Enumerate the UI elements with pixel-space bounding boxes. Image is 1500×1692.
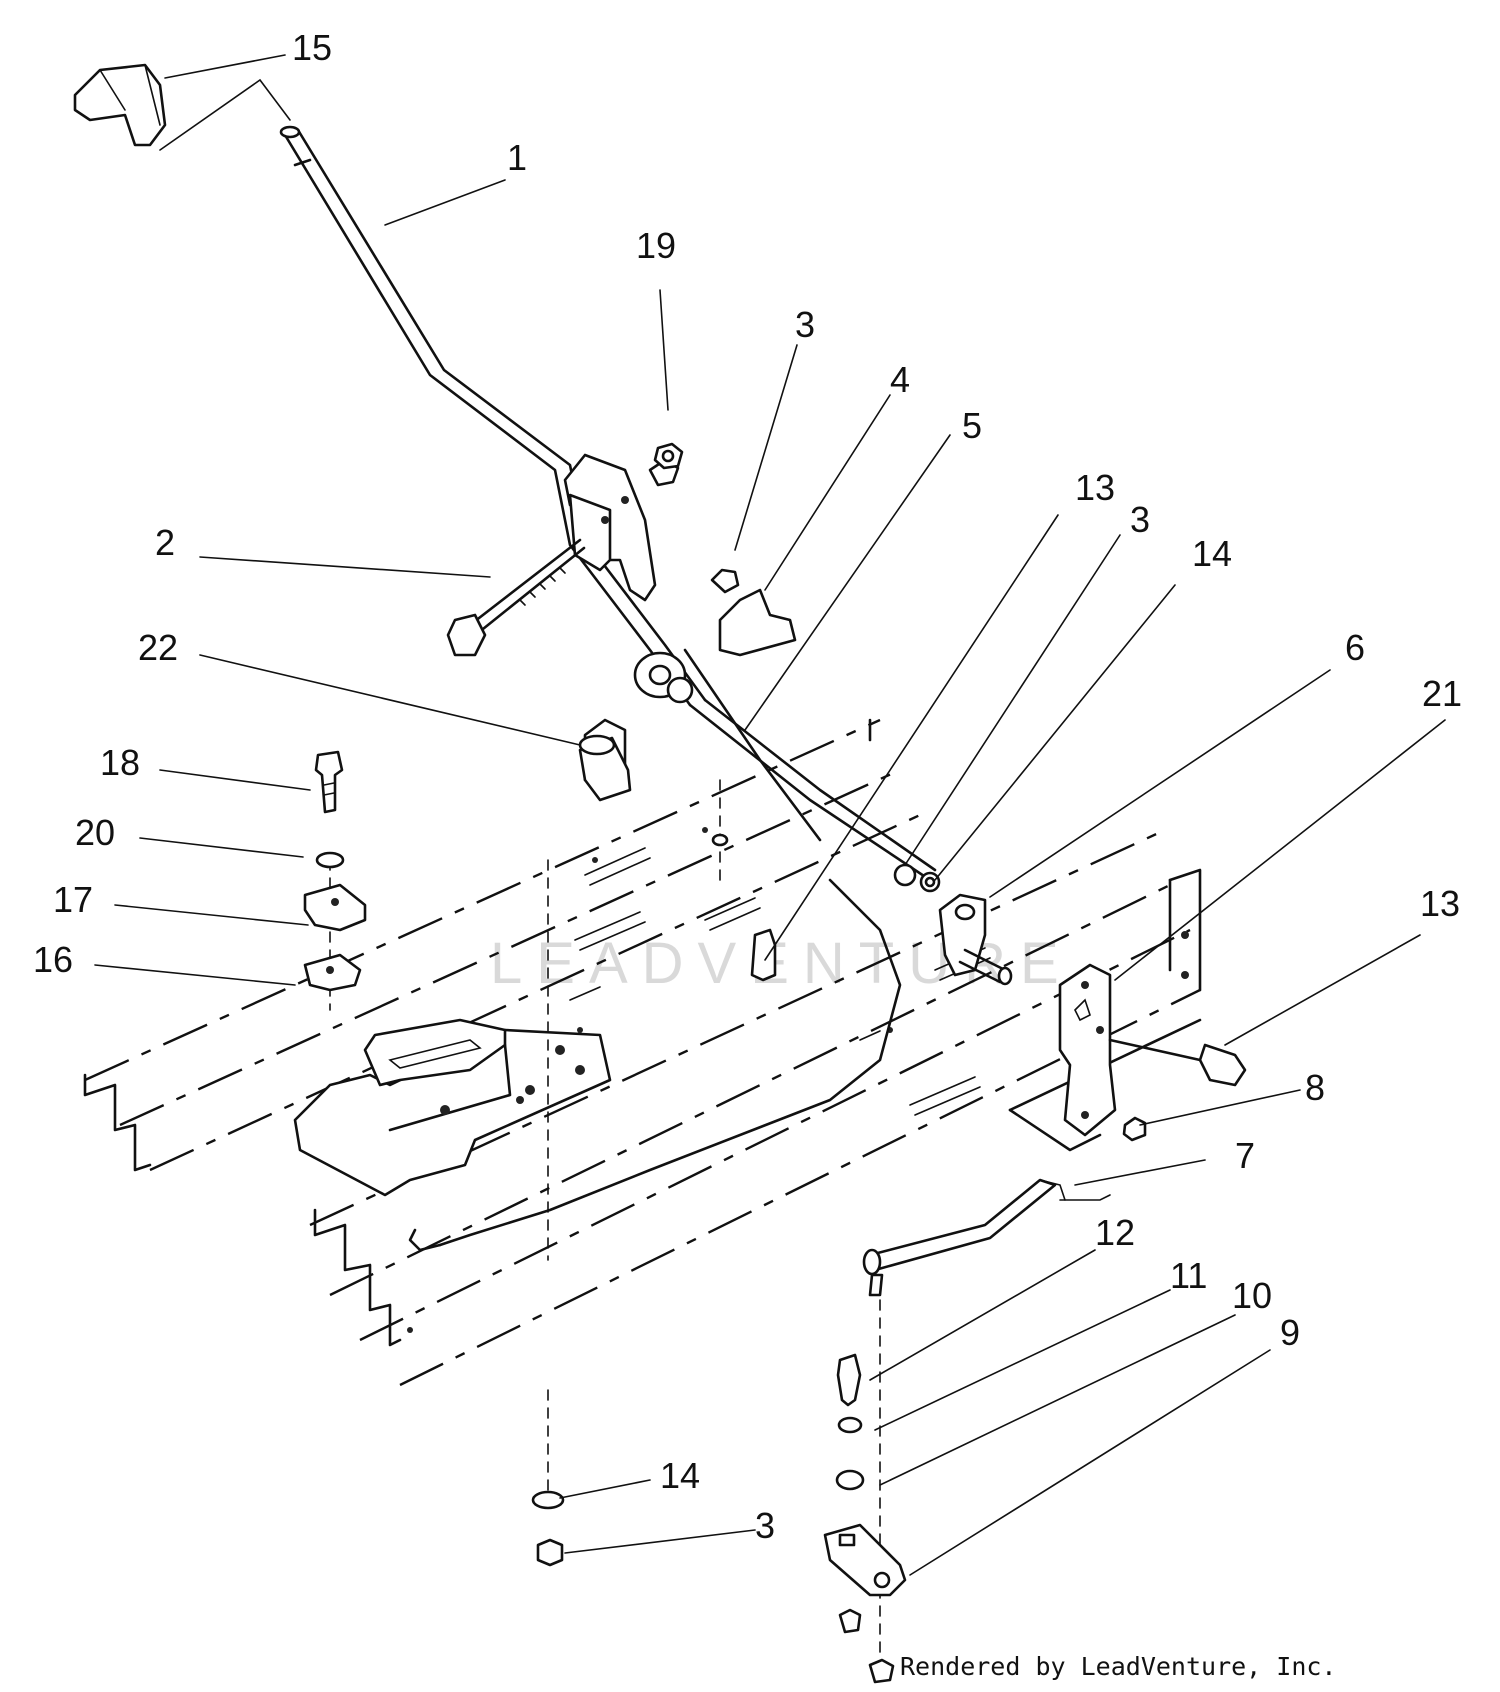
- label-18: 18: [100, 742, 140, 783]
- label-1: 1: [507, 137, 527, 178]
- label-12: 12: [1095, 1212, 1135, 1253]
- shaft-plate: [893, 863, 1013, 986]
- leader-lines: [94, 54, 1446, 1576]
- label-16: 16: [33, 939, 73, 980]
- label-15: 15: [292, 27, 332, 68]
- label-2: 2: [155, 522, 175, 563]
- label-9: 9: [1280, 1312, 1300, 1353]
- label-10: 10: [1232, 1275, 1272, 1316]
- link-rod: [862, 1178, 1111, 1297]
- pivot-bolt: [446, 538, 586, 657]
- shift-cable: [408, 648, 902, 1252]
- cable-clamp: [710, 568, 797, 657]
- mount-bracket: [1058, 931, 1247, 1142]
- floor-bracket: [293, 1018, 612, 1197]
- frame-rails: [83, 718, 1202, 1387]
- label-17: 17: [53, 879, 93, 920]
- center-bolt: [711, 779, 777, 982]
- label-22: 22: [138, 627, 178, 668]
- label-20: 20: [75, 812, 115, 853]
- spacer: [578, 734, 632, 802]
- hardware-column-right: [823, 1299, 907, 1684]
- label-7: 7: [1235, 1135, 1255, 1176]
- label-14: 14: [1192, 533, 1232, 574]
- label-11: 11: [1170, 1255, 1207, 1296]
- lock-nut: [653, 442, 684, 470]
- label-3: 3: [795, 304, 815, 345]
- label-8: 8: [1305, 1067, 1325, 1108]
- label-3: 3: [1130, 499, 1150, 540]
- label-4: 4: [890, 359, 910, 400]
- credit-text: Rendered by LeadVenture, Inc.: [900, 1652, 1337, 1681]
- label-19: 19: [636, 225, 676, 266]
- label-5: 5: [962, 405, 982, 446]
- hardware-column-left: [303, 750, 367, 1011]
- label-14: 14: [660, 1455, 700, 1496]
- label-21: 21: [1422, 673, 1462, 714]
- label-13: 13: [1075, 467, 1115, 508]
- label-3: 3: [755, 1505, 775, 1546]
- lever-knob: [73, 63, 291, 151]
- part-labels: 15 1 19 3 4 5 13 3 14 2 22 6 21 18 20 17…: [33, 27, 1462, 1546]
- hardware-bottom: [531, 859, 565, 1567]
- label-13: 13: [1420, 883, 1460, 924]
- label-6: 6: [1345, 627, 1365, 668]
